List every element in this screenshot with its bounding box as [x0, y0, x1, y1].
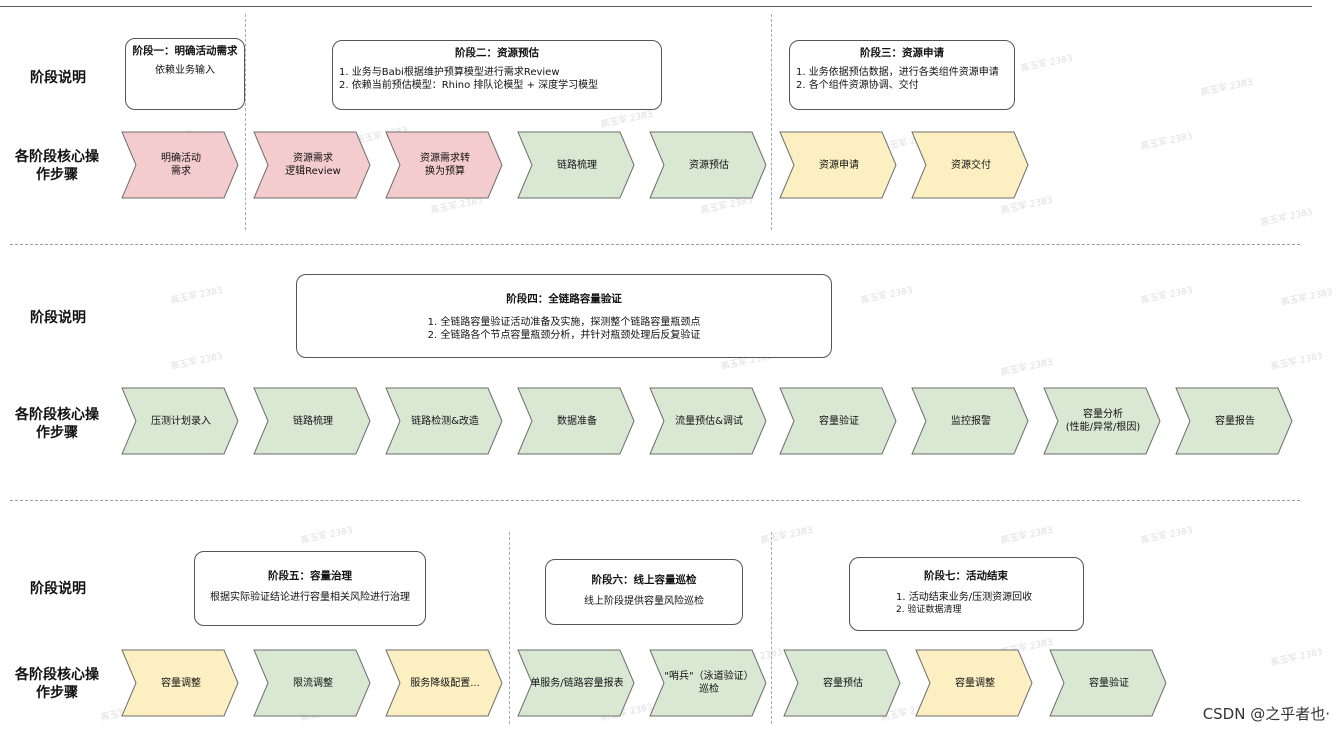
row1-chevron-2: [253, 131, 371, 199]
stage-3-description: 阶段三：资源申请 1. 业务依据预估数据，进行各类组件资源申请 2. 各个组件资…: [789, 40, 1015, 110]
stage-7-line-1: 1. 活动结束业务/压测资源回收: [896, 592, 1033, 603]
row-label-stage-desc-1: 阶段说明: [30, 70, 86, 86]
row2-step-label-4: 数据准备: [557, 415, 597, 427]
row1-step-label-1: 明确活动 需求: [161, 153, 201, 177]
row2-step-label-6: 容量验证: [819, 415, 859, 427]
row3-step-label-6: 容量预估: [823, 677, 863, 689]
row2-step-label-2: 链路梳理: [293, 415, 333, 427]
row1-chevron-5: [649, 131, 767, 199]
row3-chevron-6: [783, 649, 901, 717]
row3-step-label-3: 服务降级配置...: [410, 677, 480, 689]
row1-chevron-6: [779, 131, 897, 199]
row-label-core-steps-line1: 各阶段核心操: [15, 407, 99, 423]
row2-chevron-5: [649, 387, 767, 455]
row1-step-label-7: 资源交付: [951, 159, 991, 171]
row-label-stage-desc-3: 阶段说明: [30, 581, 86, 597]
row2-step-label-8: 容量分析 (性能/异常/根因): [1065, 409, 1141, 433]
row1-chevron-1: [121, 131, 239, 199]
row-label-core-steps-2: 各阶段核心操 作步骤: [8, 406, 106, 442]
row3-step-label-1: 容量调整: [161, 677, 201, 689]
row2-chevron-2: [253, 387, 371, 455]
stage-1-description: 阶段一：明确活动需求 依赖业务输入: [125, 38, 245, 110]
row2-chevron-9: [1175, 387, 1293, 455]
row1-chevron-4: [517, 131, 635, 199]
row-label-core-steps-line1: 各阶段核心操: [15, 149, 99, 165]
row3-chevron-8: [1049, 649, 1167, 717]
stage-6-line-1: 线上阶段提供容量风险巡检: [584, 596, 704, 607]
row-label-stage-desc-2: 阶段说明: [30, 310, 86, 326]
row-label-core-steps-3: 各阶段核心操 作步骤: [8, 666, 106, 702]
top-border-line: [0, 6, 1312, 7]
row-label-core-steps-line2: 作步骤: [36, 167, 78, 183]
row3-chevron-7: [915, 649, 1033, 717]
stage-5-line-1: 根据实际验证结论进行容量相关风险进行治理: [210, 592, 410, 603]
row1-step-label-6: 资源申请: [819, 159, 859, 171]
row2-chevron-7: [911, 387, 1029, 455]
row2-step-label-3: 链路检测&改造: [411, 415, 479, 427]
stage-2-line-1: 1. 业务与Babi根据维护预算模型进行需求Review: [339, 67, 560, 78]
row2-step-label-9: 容量报告: [1215, 415, 1255, 427]
stage-4-line-1: 1. 全链路容量验证活动准备及实施，探测整个链路容量瓶颈点: [427, 317, 701, 328]
row3-chevron-4: [517, 649, 635, 717]
row2-chevron-4: [517, 387, 635, 455]
stage-6-title: 阶段六：线上容量巡检: [591, 574, 697, 586]
stage-divider-2-3: [771, 14, 772, 230]
stage-3-line-2: 2. 各个组件资源协调、交付: [796, 80, 919, 91]
row1-chevron-3: [385, 131, 503, 199]
row3-step-label-4: 单服务/链路容量报表: [530, 677, 624, 689]
row3-step-label-5: "哨兵"（泳道验证） 巡检: [664, 671, 754, 695]
section-divider-1: [10, 244, 1300, 245]
row2-chevron-1: [121, 387, 239, 455]
row3-chevron-2: [253, 649, 371, 717]
stage-7-line-2: 2. 验证数据清理: [896, 605, 962, 615]
row2-chevron-3: [385, 387, 503, 455]
stage-4-title: 阶段四：全链路容量验证: [506, 293, 622, 305]
stage-2-description: 阶段二：资源预估 1. 业务与Babi根据维护预算模型进行需求Review 2.…: [332, 40, 662, 110]
stage-3-title: 阶段三：资源申请: [860, 47, 944, 59]
stage-divider-5-6: [509, 532, 510, 724]
section-divider-2: [10, 500, 1300, 501]
row1-step-label-3: 资源需求转 换为预算: [420, 153, 470, 177]
row-label-core-steps-line2: 作步骤: [36, 425, 78, 441]
row1-step-label-2: 资源需求 逻辑Review: [285, 153, 341, 177]
stage-5-title: 阶段五：容量治理: [268, 570, 352, 582]
stage-2-line-2: 2. 依赖当前预估模型：Rhino 排队论模型 + 深度学习模型: [339, 80, 599, 91]
row-label-core-steps-line2: 作步骤: [36, 685, 78, 701]
row1-step-label-4: 链路梳理: [557, 159, 597, 171]
csdn-credit: CSDN @之乎者也·: [1202, 705, 1330, 723]
row3-step-label-2: 限流调整: [293, 677, 333, 689]
row2-step-label-5: 流量预估&调试: [675, 415, 743, 427]
row2-chevron-8: [1043, 387, 1161, 455]
row3-step-label-7: 容量调整: [955, 677, 995, 689]
stage-3-line-1: 1. 业务依据预估数据，进行各类组件资源申请: [796, 67, 999, 78]
stage-divider-6-7: [771, 532, 772, 724]
stage-5-description: 阶段五：容量治理 根据实际验证结论进行容量相关风险进行治理: [194, 551, 426, 626]
row2-step-label-7: 监控报警: [951, 415, 991, 427]
stage-divider-1-2: [245, 14, 246, 230]
row-label-core-steps-1: 各阶段核心操 作步骤: [8, 148, 106, 184]
row3-chevron-3: [385, 649, 503, 717]
row2-step-label-1: 压测计划录入: [151, 415, 211, 427]
row1-step-label-5: 资源预估: [689, 159, 729, 171]
stage-2-title: 阶段二：资源预估: [455, 47, 539, 59]
stage-6-description: 阶段六：线上容量巡检 线上阶段提供容量风险巡检: [545, 559, 743, 625]
row3-step-label-8: 容量验证: [1089, 677, 1129, 689]
row2-chevron-6: [779, 387, 897, 455]
stage-7-description: 阶段七：活动结束 1. 活动结束业务/压测资源回收 2. 验证数据清理: [849, 557, 1084, 631]
stage-1-title: 阶段一：明确活动需求: [132, 45, 238, 57]
row3-chevron-1: [121, 649, 239, 717]
stage-4-line-2: 2. 全链路各个节点容量瓶颈分析，并针对瓶颈处理后反复验证: [427, 330, 701, 341]
stage-7-title: 阶段七：活动结束: [924, 570, 1008, 582]
stage-4-description: 阶段四：全链路容量验证 1. 全链路容量验证活动准备及实施，探测整个链路容量瓶颈…: [296, 274, 832, 358]
stage-1-line-1: 依赖业务输入: [155, 65, 215, 76]
row3-chevron-5: [649, 649, 767, 717]
row1-chevron-7: [911, 131, 1029, 199]
row-label-core-steps-line1: 各阶段核心操: [15, 667, 99, 683]
